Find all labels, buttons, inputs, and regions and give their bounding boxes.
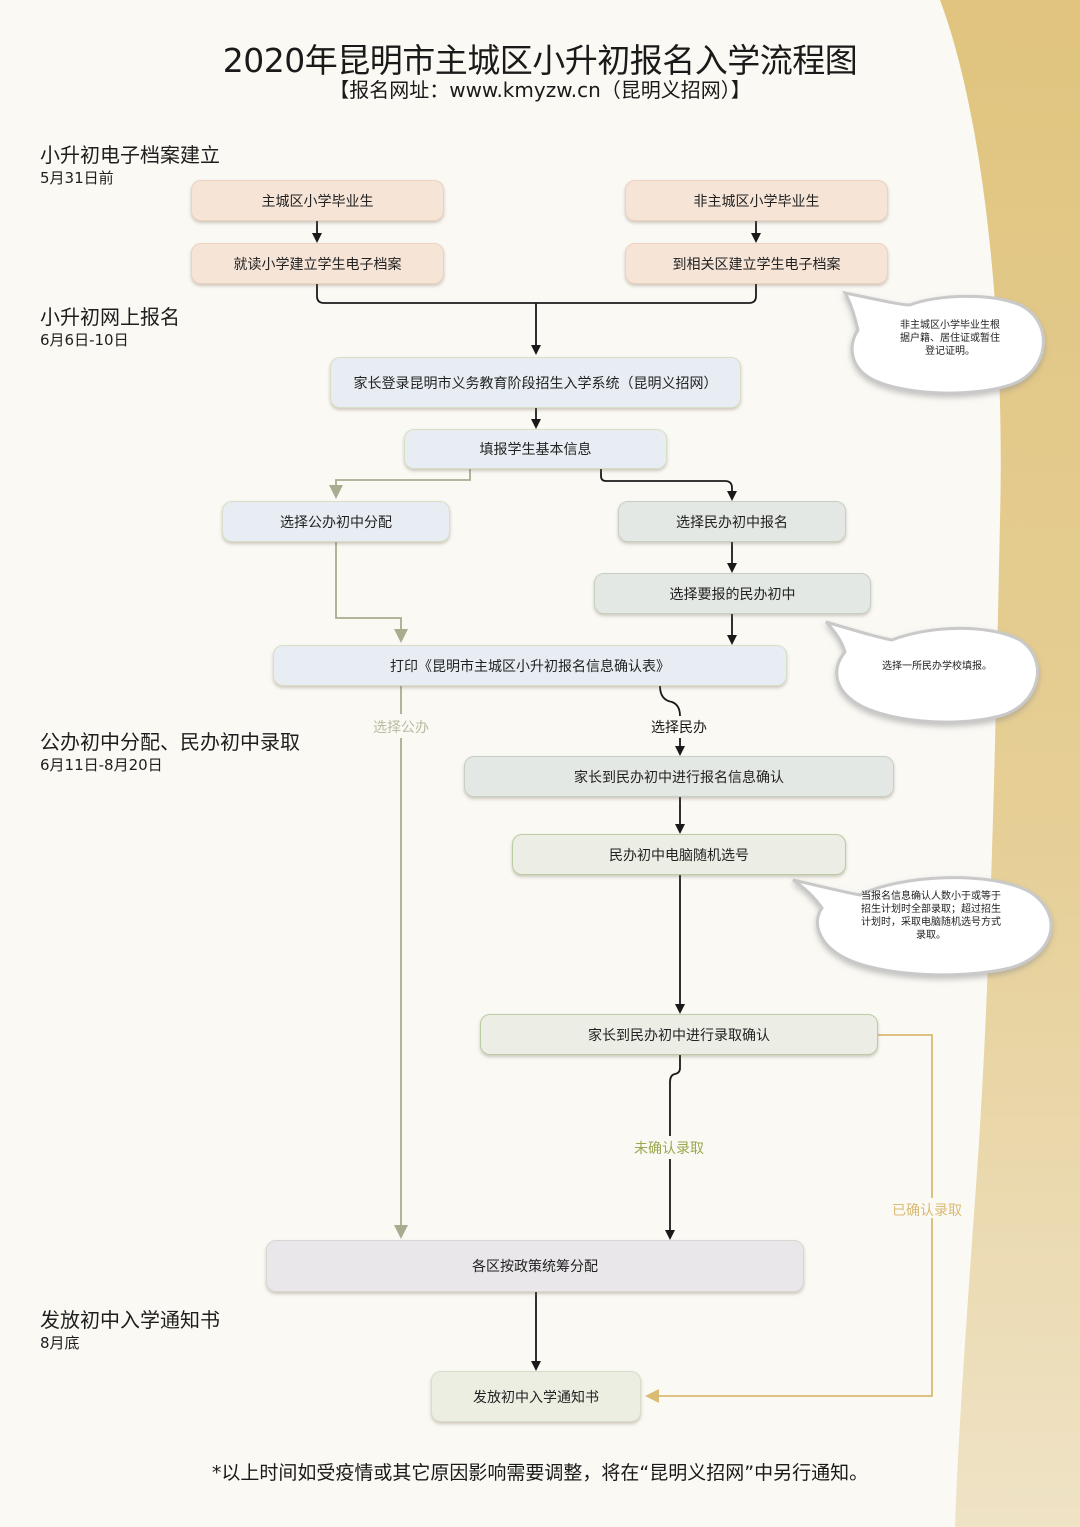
node-random-selection: 民办初中电脑随机选号: [512, 834, 846, 875]
stage-date: 5月31日前: [40, 169, 114, 187]
public-path-connector: [329, 469, 471, 499]
stage-name: 发放初中入学通知书: [40, 1308, 220, 1332]
callout-text-non-main-city: 非主城区小学毕业生根 据户籍、居住证或暂住 登记证明。: [900, 320, 1000, 357]
stage-online-registration: 小升初网上报名 6月6日-10日: [40, 304, 180, 350]
callout-text-private-school: 选择一所民办学校填报。: [882, 661, 992, 672]
callout-text-random-selection: 当报名信息确认人数小于或等于 招生计划时全部录取；超过招生 计划时，采取电脑随机…: [861, 891, 1001, 941]
node-non-main-city-archive: 到相关区建立学生电子档案: [625, 243, 888, 284]
callout-bubble-non-main-city: [842, 290, 1045, 395]
stage-archive: 小升初电子档案建立 5月31日前: [40, 142, 220, 188]
node-admission-confirmation: 家长到民办初中进行录取确认: [480, 1014, 878, 1055]
node-select-private-school: 选择要报的民办初中: [594, 573, 871, 614]
stage-name: 公办初中分配、民办初中录取: [40, 730, 300, 754]
connector: [316, 284, 757, 304]
node-non-main-city-graduate: 非主城区小学毕业生: [625, 180, 888, 221]
footnote: *以上时间如受疫情或其它原因影响需要调整，将在“昆明义招网”中另行通知。: [211, 1462, 869, 1484]
edge-label-confirmed: 已确认录取: [892, 1203, 962, 1219]
edge-label-not-confirmed: 未确认录取: [634, 1137, 704, 1159]
node-district-allocation: 各区按政策统筹分配: [266, 1240, 804, 1292]
connector: [659, 685, 681, 717]
node-choose-public-school: 选择公办初中分配: [222, 501, 450, 542]
connector: [669, 1055, 681, 1136]
stage-allocation-admission: 公办初中分配、民办初中录取 6月11日-8月20日: [40, 729, 300, 775]
edge-label-choose-public: 选择公办: [373, 716, 429, 738]
stage-name: 小升初电子档案建立: [40, 143, 220, 167]
stage-date: 6月6日-10日: [40, 331, 129, 349]
confirmed-path-connector: [878, 1034, 933, 1198]
node-main-city-archive: 就读小学建立学生电子档案: [191, 243, 444, 284]
stage-name: 小升初网上报名: [40, 305, 180, 329]
node-private-info-confirmation: 家长到民办初中进行报名信息确认: [464, 756, 894, 797]
callout-bubble-private-school: [824, 620, 1039, 724]
node-main-city-graduate: 主城区小学毕业生: [191, 180, 444, 221]
gold-decoration: [940, 0, 1080, 1527]
page-title: 2020年昆明市主城区小升初报名入学流程图: [222, 41, 858, 80]
stage-admission-notice: 发放初中入学通知书 8月底: [40, 1307, 220, 1353]
confirmed-path-connector: [645, 1218, 933, 1403]
public-path-connector: [335, 542, 408, 643]
node-parent-login: 家长登录昆明市义务教育阶段招生入学系统（昆明义招网）: [330, 357, 741, 408]
registration-url-subtitle: 【报名网址：www.kmyzw.cn（昆明义招网）】: [329, 78, 751, 102]
callout-bubble-random-selection: [792, 876, 1053, 977]
node-fill-student-info: 填报学生基本信息: [404, 429, 667, 469]
stage-date: 8月底: [40, 1334, 80, 1352]
node-choose-private-registration: 选择民办初中报名: [618, 501, 846, 542]
stage-date: 6月11日-8月20日: [40, 756, 163, 774]
node-print-confirmation-form: 打印《昆明市主城区小升初报名信息确认表》: [273, 645, 787, 686]
node-issue-admission-notice: 发放初中入学通知书: [431, 1371, 641, 1422]
connector: [600, 469, 737, 501]
edge-label-choose-private: 选择民办: [651, 716, 707, 738]
